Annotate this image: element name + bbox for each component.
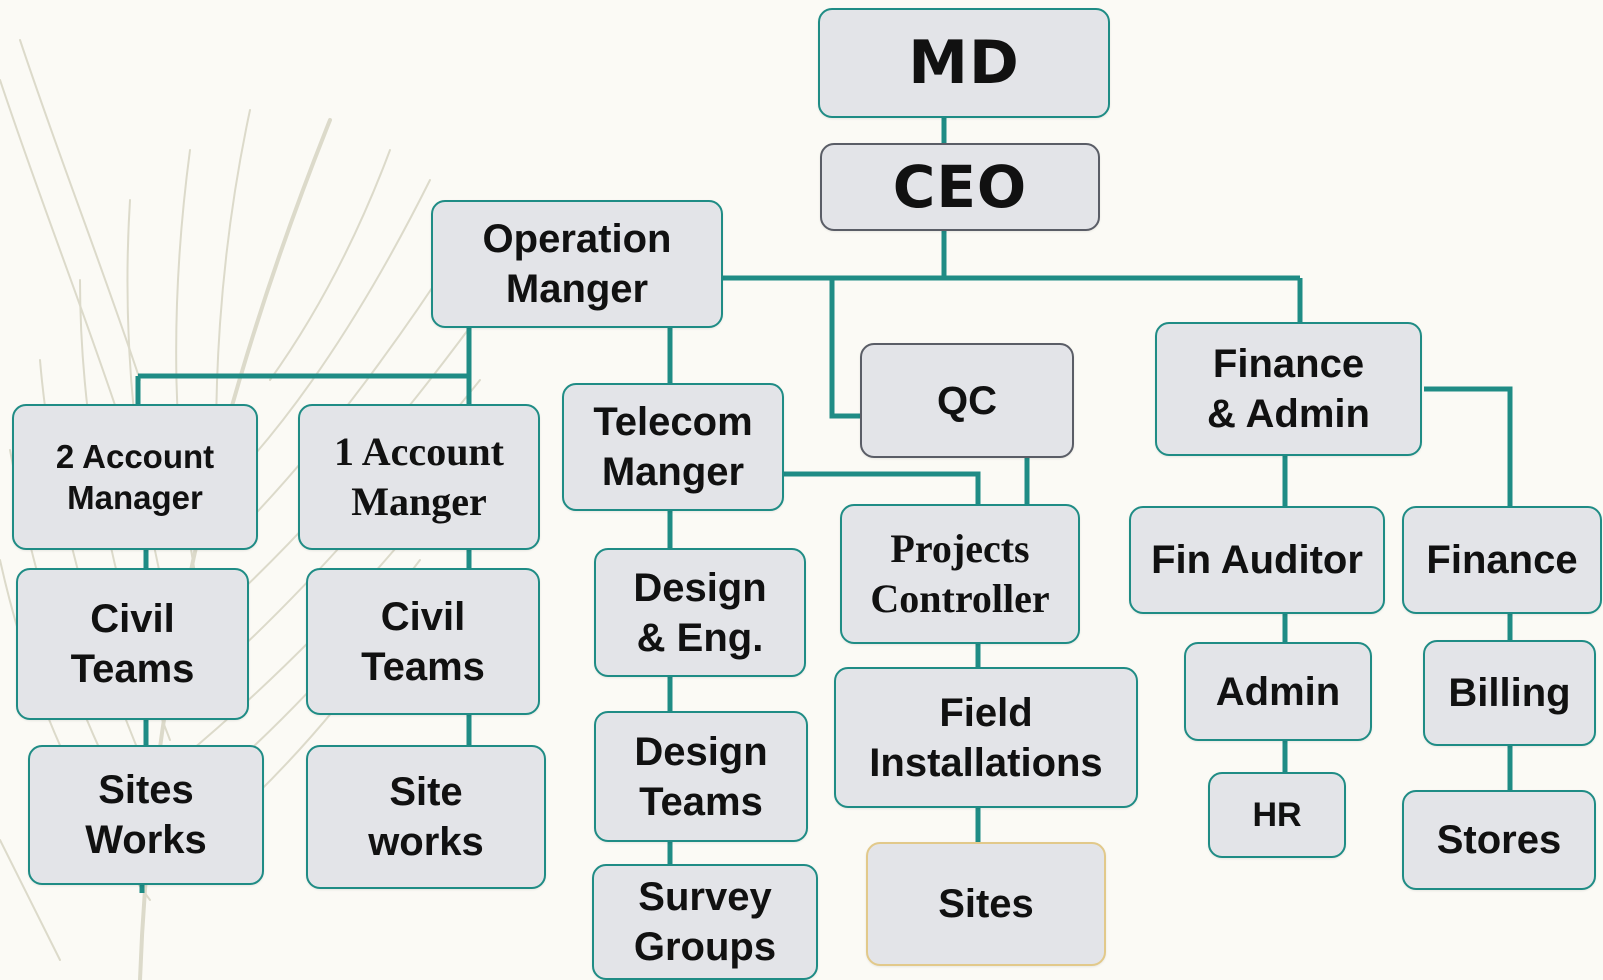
hr-box: HR bbox=[1208, 772, 1346, 858]
billing-box: Billing bbox=[1423, 640, 1596, 746]
qc-box: QC bbox=[860, 343, 1074, 458]
fin-auditor-box: Fin Auditor bbox=[1129, 506, 1385, 614]
site-works-box: Site works bbox=[306, 745, 546, 889]
civil-teams-right-box: Civil Teams bbox=[306, 568, 540, 715]
md-box: MD bbox=[818, 8, 1110, 118]
sites-box: Sites bbox=[866, 842, 1106, 966]
design-eng-box: Design & Eng. bbox=[594, 548, 806, 677]
ceo-box: CEO bbox=[820, 143, 1100, 231]
admin-box: Admin bbox=[1184, 642, 1372, 741]
operation-manager-box: Operation Manger bbox=[431, 200, 723, 328]
design-teams-box: Design Teams bbox=[594, 711, 808, 842]
projects-controller-box: Projects Controller bbox=[840, 504, 1080, 644]
finance-admin-box: Finance & Admin bbox=[1155, 322, 1422, 456]
sites-works-box: Sites Works bbox=[28, 745, 264, 885]
stores-box: Stores bbox=[1402, 790, 1596, 890]
finance-box: Finance bbox=[1402, 506, 1602, 614]
field-installations-box: Field Installations bbox=[834, 667, 1138, 808]
telecom-manager-box: Telecom Manger bbox=[562, 383, 784, 511]
account-manager-1-box: 1 Account Manger bbox=[298, 404, 540, 550]
civil-teams-left-box: Civil Teams bbox=[16, 568, 249, 720]
account-manager-2-box: 2 Account Manager bbox=[12, 404, 258, 550]
survey-groups-box: Survey Groups bbox=[592, 864, 818, 980]
